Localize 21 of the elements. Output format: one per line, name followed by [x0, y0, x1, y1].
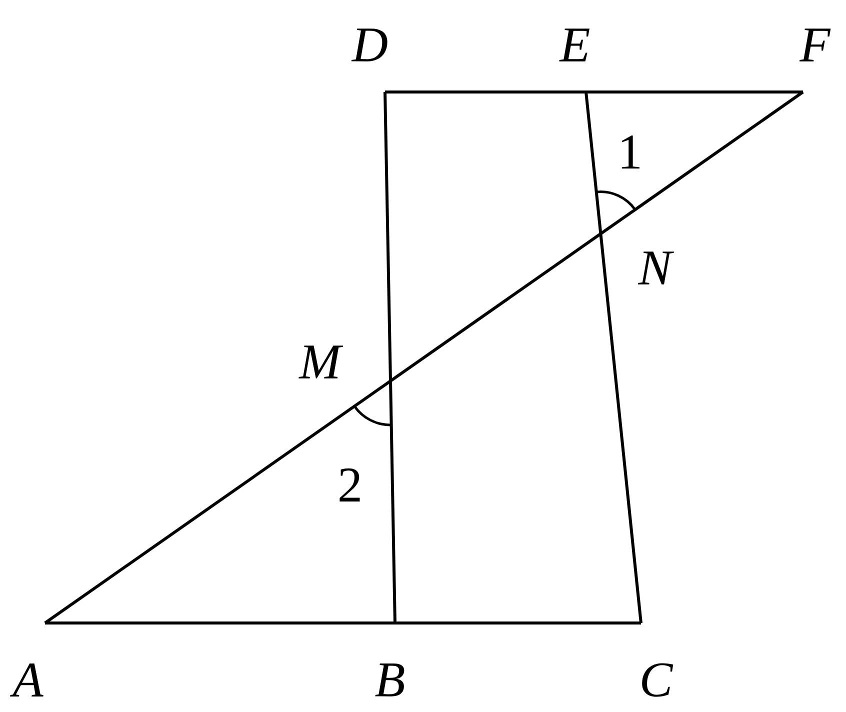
line-segment	[385, 90, 586, 94]
line-segment	[599, 234, 642, 624]
point-label: N	[638, 252, 674, 284]
angle-number: 2	[340, 468, 360, 502]
line-segment	[395, 621, 641, 624]
point-label: C	[642, 663, 674, 697]
point-label: D	[351, 28, 388, 62]
point-label: E	[559, 28, 590, 62]
point-label: B	[375, 664, 404, 696]
line-segment	[45, 621, 395, 624]
line-segment	[44, 380, 392, 624]
line-segment	[390, 232, 602, 382]
line-segment	[584, 92, 602, 234]
line-segment	[600, 90, 804, 236]
point-label: M	[298, 346, 344, 378]
point-label: A	[10, 663, 44, 696]
line-segment	[384, 92, 392, 382]
line-segment	[389, 380, 396, 624]
angle-number: 1	[622, 135, 640, 168]
line-segment	[586, 90, 803, 94]
point-label: F	[799, 28, 831, 62]
